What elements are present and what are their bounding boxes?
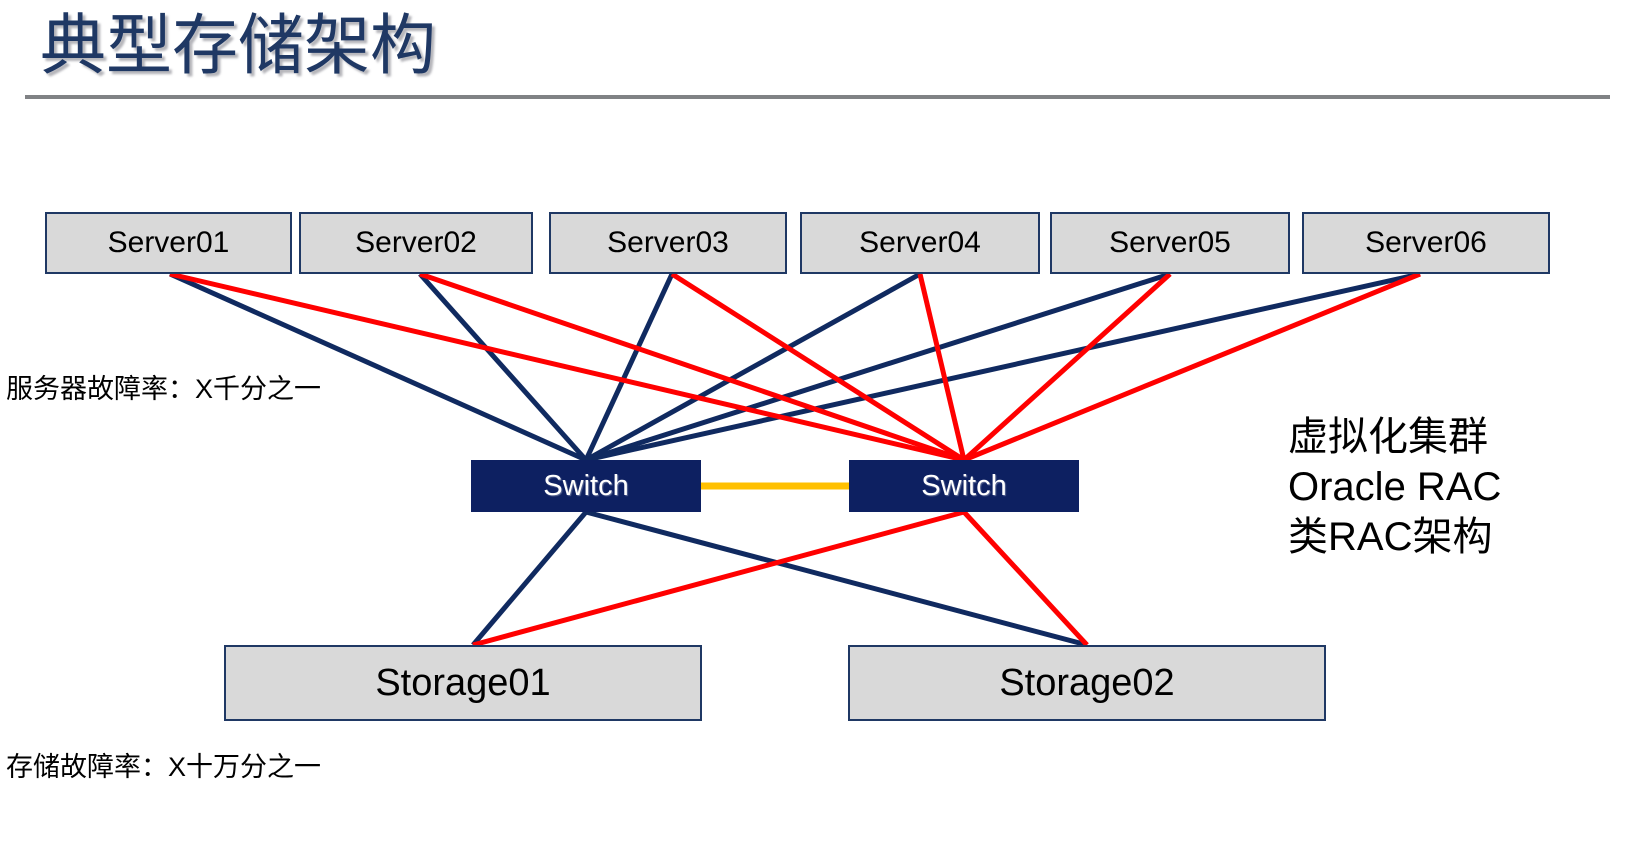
sidenote-line-1: 虚拟化集群 xyxy=(1288,415,1488,459)
node-server-03[interactable]: Server03 xyxy=(549,212,787,274)
storage-failure-rate-note: 存储故障率：X十万分之一 xyxy=(6,752,322,782)
node-server-06[interactable]: Server06 xyxy=(1302,212,1550,274)
node-server-02[interactable]: Server02 xyxy=(299,212,533,274)
node-label: Server05 xyxy=(1109,226,1231,259)
title-divider xyxy=(25,95,1610,99)
node-label: Storage02 xyxy=(999,661,1175,704)
node-label: Server06 xyxy=(1365,226,1487,259)
red-links xyxy=(169,271,1421,648)
node-switch-right[interactable]: Switch xyxy=(849,460,1079,512)
node-switch-left[interactable]: Switch xyxy=(471,460,701,512)
server-failure-rate-note: 服务器故障率：X千分之一 xyxy=(6,374,322,404)
sidenote-line-3: 类RAC架构 xyxy=(1288,515,1493,559)
node-server-04[interactable]: Server04 xyxy=(800,212,1040,274)
node-label: Server04 xyxy=(859,226,981,259)
node-server-01[interactable]: Server01 xyxy=(45,212,292,274)
node-label: Switch xyxy=(543,469,629,502)
node-label: Server02 xyxy=(355,226,477,259)
page-title: 典型存储架构 xyxy=(40,8,436,82)
node-server-05[interactable]: Server05 xyxy=(1050,212,1290,274)
node-label: Server01 xyxy=(107,226,230,259)
node-label: Switch xyxy=(921,469,1007,502)
node-label: Storage01 xyxy=(375,661,551,704)
node-storage-01[interactable]: Storage01 xyxy=(224,645,702,721)
navy-links xyxy=(168,271,1421,648)
node-label: Server03 xyxy=(607,226,729,259)
sidenote-line-2: Oracle RAC xyxy=(1288,465,1502,509)
node-storage-02[interactable]: Storage02 xyxy=(848,645,1326,721)
